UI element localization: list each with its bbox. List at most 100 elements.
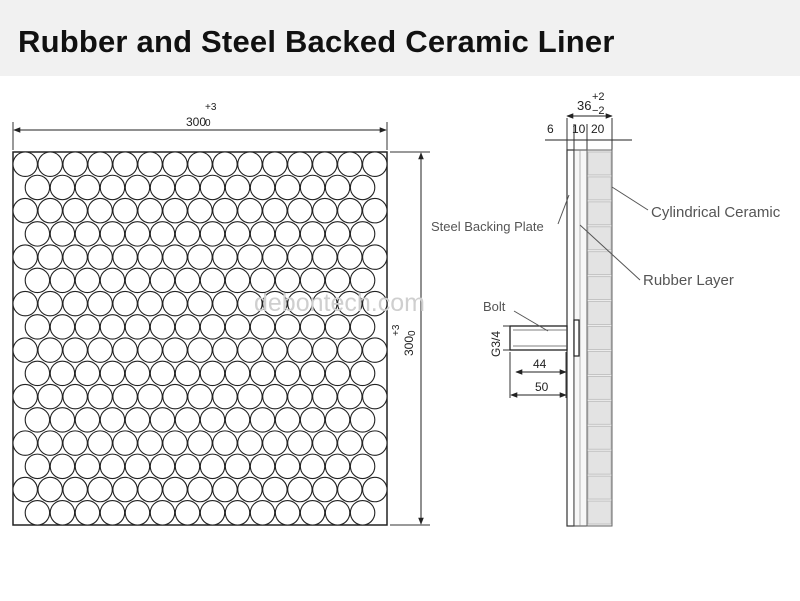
steel-leader-line: [557, 194, 570, 225]
bolt-head: [573, 319, 580, 357]
ceramic-block: [587, 176, 612, 201]
ceramic-cylinder: [274, 500, 301, 526]
ceramic-cylinder: [224, 174, 251, 201]
ceramic-cylinder: [112, 197, 138, 224]
ceramic-cylinder: [162, 151, 188, 177]
bolt-thread-label: G3/4: [489, 331, 503, 357]
ceramic-cylinder: [287, 244, 313, 270]
bolt-leader-line: [513, 310, 549, 332]
ceramic-cylinder: [24, 314, 51, 340]
ceramic-cylinder: [312, 151, 338, 177]
ceramic-cylinder: [349, 221, 376, 247]
ceramic-cylinder: [324, 221, 351, 247]
ceramic-cylinder: [74, 221, 101, 247]
ceramic-cylinder: [124, 221, 151, 247]
ceramic-cylinder: [49, 267, 76, 294]
ceramic-cylinder: [137, 430, 163, 456]
ceramic-cylinder: [312, 290, 338, 317]
ceramic-cylinder: [249, 360, 276, 387]
ceramic-cylinder: [187, 337, 213, 363]
ceramic-cylinder: [162, 476, 188, 503]
ceramic-block: [587, 475, 612, 500]
ceramic-cylinder: [337, 151, 363, 177]
ceramic-cylinder: [249, 221, 276, 247]
page-title: Rubber and Steel Backed Ceramic Liner: [18, 24, 615, 59]
ceramic-block: [587, 201, 612, 226]
ceramic-cylinder: [112, 476, 138, 503]
ceramic-cylinder: [287, 383, 313, 410]
ceramic-cylinder: [12, 197, 38, 224]
ceramic-cylinder: [74, 267, 101, 294]
ceramic-cylinder: [112, 151, 138, 177]
ceramic-cylinder: [87, 151, 113, 177]
bolt-dim-44: 44: [533, 357, 547, 371]
layer-dim-steel: 6: [547, 122, 554, 136]
ceramic-cylinder: [262, 290, 288, 317]
ceramic-cylinder: [224, 500, 251, 526]
ceramic-cylinder: [74, 407, 101, 433]
ceramic-cylinder: [137, 244, 163, 270]
ceramic-cylinder: [337, 197, 363, 224]
ceramic-cylinder: [337, 244, 363, 270]
ceramic-cylinder: [62, 383, 88, 410]
ceramic-cylinder: [324, 360, 351, 387]
ceramic-cylinder: [237, 383, 263, 410]
ceramic-cylinder: [87, 244, 113, 270]
ceramic-cylinder: [274, 360, 301, 387]
ceramic-cylinder: [287, 337, 313, 363]
ceramic-cylinder: [187, 151, 213, 177]
ceramic-cylinder-grid: [12, 151, 388, 526]
ceramic-cylinder: [112, 290, 138, 317]
ceramic-cylinder: [62, 290, 88, 317]
ceramic-cylinder: [149, 314, 176, 340]
ceramic-cylinder: [49, 221, 76, 247]
ceramic-cylinder: [237, 244, 263, 270]
section-view: 36 +2 −2 6 10 20 G3/4 44: [431, 91, 781, 527]
ceramic-cylinder: [162, 290, 188, 317]
ceramic-cylinder: [262, 383, 288, 410]
ceramic-cylinder: [149, 267, 176, 294]
ceramic-cylinder: [312, 244, 338, 270]
ceramic-cylinder: [349, 453, 376, 480]
height-dim-upper: +3: [391, 324, 402, 336]
ceramic-cylinder: [362, 290, 388, 317]
ceramic-cylinder: [74, 500, 101, 526]
ceramic-cylinder: [99, 360, 126, 387]
ceramic-cylinder: [62, 476, 88, 503]
ceramic-cylinder: [224, 314, 251, 340]
ceramic-cylinder: [62, 430, 88, 456]
ceramic-cylinder: [37, 337, 63, 363]
ceramic-cylinder: [362, 244, 388, 270]
bolt-thread-text: G3/4: [489, 331, 503, 357]
ceramic-cylinder: [12, 476, 38, 503]
ceramic-cylinder: [124, 267, 151, 294]
layer-dim-rubber: 10: [572, 122, 586, 136]
title-bar: [0, 0, 800, 76]
total-dim-upper: +2: [592, 91, 605, 103]
ceramic-cylinder: [199, 407, 226, 433]
width-dim-lower: 0: [205, 118, 211, 129]
ceramic-cylinder: [249, 174, 276, 201]
ceramic-cylinder: [212, 430, 238, 456]
ceramic-cylinder: [12, 383, 38, 410]
ceramic-cylinder: [362, 430, 388, 456]
ceramic-cylinder: [312, 476, 338, 503]
ceramic-cylinder: [212, 476, 238, 503]
ceramic-cylinder: [124, 407, 151, 433]
plan-view: 300 +3 0 300 +3 0: [12, 102, 430, 526]
ceramic-cylinder: [87, 430, 113, 456]
ceramic-cylinder: [349, 314, 376, 340]
ceramic-cylinder: [287, 476, 313, 503]
ceramic-cylinder: [37, 476, 63, 503]
ceramic-cylinder: [99, 500, 126, 526]
label-rubber-layer: Rubber Layer: [643, 272, 734, 289]
ceramic-cylinder: [62, 244, 88, 270]
ceramic-cylinder: [49, 314, 76, 340]
ceramic-cylinder: [199, 360, 226, 387]
ceramic-cylinder: [137, 476, 163, 503]
ceramic-cylinder: [324, 314, 351, 340]
ceramic-cylinder: [312, 383, 338, 410]
ceramic-cylinder: [149, 360, 176, 387]
ceramic-cylinder: [24, 407, 51, 433]
ceramic-cylinder: [337, 383, 363, 410]
